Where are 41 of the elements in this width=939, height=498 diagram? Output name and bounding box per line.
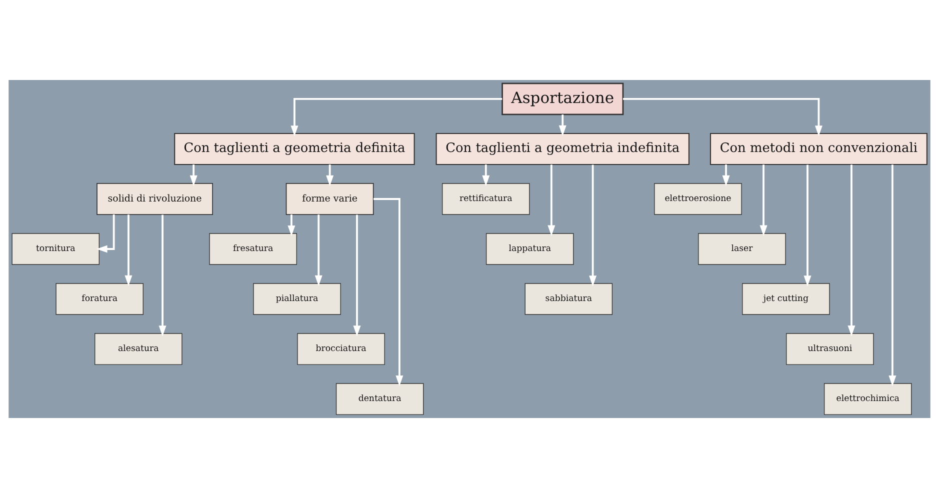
node-box: Con taglienti a geometria definita [174,132,415,166]
node-box: solidi di rivoluzione [96,183,213,215]
node-box: forme varie [286,183,374,215]
arrow [190,164,198,186]
arrow [482,164,490,186]
node-box: alesatura [94,333,182,365]
arrow [124,214,132,286]
arrow [96,214,115,253]
arrow [548,164,556,236]
arrow [722,164,730,186]
arrow [374,198,404,386]
node-box: elettroerosione [654,183,742,215]
node-box: Con metodi non convenzionali [710,132,928,166]
arrow [326,164,334,186]
node-box: foratura [56,283,144,315]
arrow [558,114,566,136]
arrow [314,214,322,286]
node-box: piallatura [253,283,341,315]
node-box: sabbiatura [524,283,613,315]
node-box: fresatura [209,233,297,265]
node-box: ultrasuoni [786,333,874,365]
arrow [290,98,502,136]
arrow [888,164,896,386]
node-box: jet cutting [742,283,830,315]
node-box: Asportazione [502,82,624,116]
node-box: Con taglienti a geometria indefinita [436,132,690,166]
node-box: tornitura [12,233,100,265]
node-box: rettificatura [442,183,530,215]
arrow [804,164,812,286]
node-box: dentatura [336,383,424,415]
arrow [589,164,597,286]
node-box: laser [698,233,786,265]
node-box: lappatura [486,233,574,265]
arrow [623,98,822,136]
node-box: elettrochimica [824,383,912,415]
arrow [760,164,768,236]
arrow [848,164,856,336]
arrow [288,214,296,236]
node-box: brocciatura [297,333,385,365]
arrow [158,214,166,336]
arrow [353,214,361,336]
